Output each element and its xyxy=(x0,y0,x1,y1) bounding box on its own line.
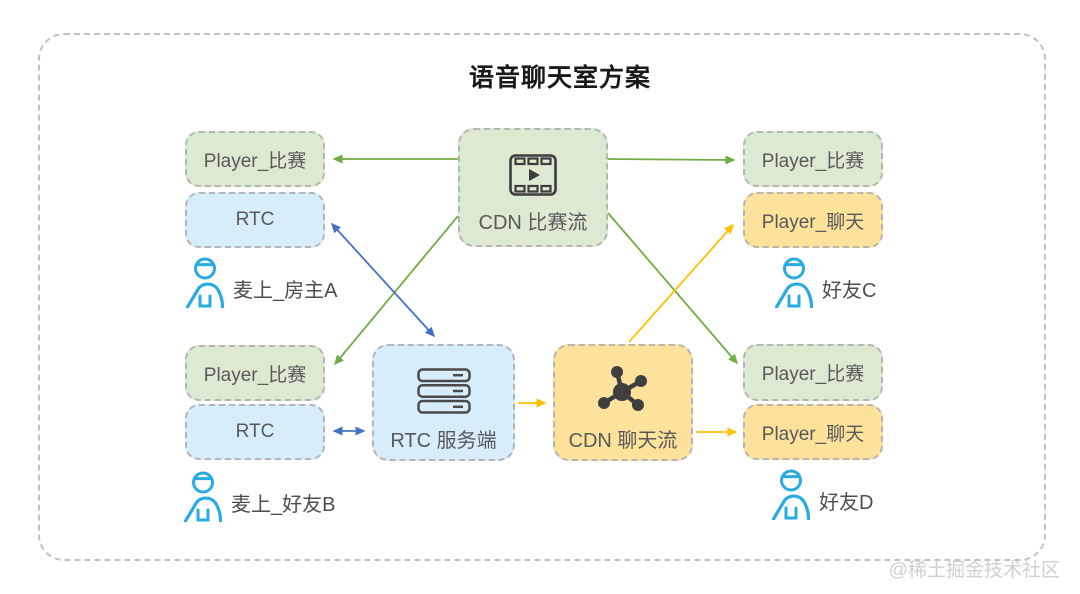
user-label: 好友D xyxy=(819,491,874,514)
node-player-chat-d: Player_聊天 xyxy=(743,404,883,460)
node-player-match-a: Player_比赛 xyxy=(185,131,325,187)
watermark: @稀土掘金技术社区 xyxy=(888,560,1060,581)
node-rtc-a: RTC xyxy=(185,192,325,248)
node-player-chat-c: Player_聊天 xyxy=(743,192,883,248)
node-player-match-d: Player_比赛 xyxy=(743,344,883,401)
node-label: CDN 聊天流 xyxy=(568,430,678,452)
user-label: 好友C xyxy=(822,279,877,302)
person-icon xyxy=(183,471,223,522)
page-title: 语音聊天室方案 xyxy=(468,64,651,92)
node-label: Player_比赛 xyxy=(203,150,307,172)
node-label: RTC 服务端 xyxy=(390,430,497,452)
server-icon xyxy=(416,368,471,414)
node-label: Player_比赛 xyxy=(203,364,307,386)
node-player-match-c: Player_比赛 xyxy=(743,131,883,187)
node-label: Player_聊天 xyxy=(761,423,865,445)
user-friend-d: 好友D xyxy=(769,468,873,520)
user-label: 麦上_好友B xyxy=(231,493,336,516)
node-label: RTC xyxy=(235,421,275,442)
node-label: Player_比赛 xyxy=(761,364,865,385)
node-cdn-chat-stream: CDN 聊天流 xyxy=(553,344,693,461)
node-rtc-server: RTC 服务端 xyxy=(372,344,515,461)
person-icon xyxy=(185,257,225,308)
person-icon xyxy=(771,469,811,520)
user-friend-b: 麦上_好友B xyxy=(181,470,335,522)
node-label: RTC xyxy=(235,209,275,230)
node-label: CDN 比赛流 xyxy=(478,212,588,234)
network-hub-icon xyxy=(597,364,649,414)
node-player-match-b: Player_比赛 xyxy=(185,345,325,401)
outer-dashed-border xyxy=(38,33,1046,561)
node-label: Player_比赛 xyxy=(761,150,865,172)
user-friend-c: 好友C xyxy=(772,256,876,308)
person-icon xyxy=(774,257,814,308)
film-icon xyxy=(509,154,557,196)
user-label: 麦上_房主A xyxy=(233,279,338,302)
user-host-a: 麦上_房主A xyxy=(183,256,337,308)
node-label: Player_聊天 xyxy=(761,211,865,233)
node-rtc-b: RTC xyxy=(185,404,325,460)
node-cdn-match-stream: CDN 比赛流 xyxy=(458,128,608,247)
